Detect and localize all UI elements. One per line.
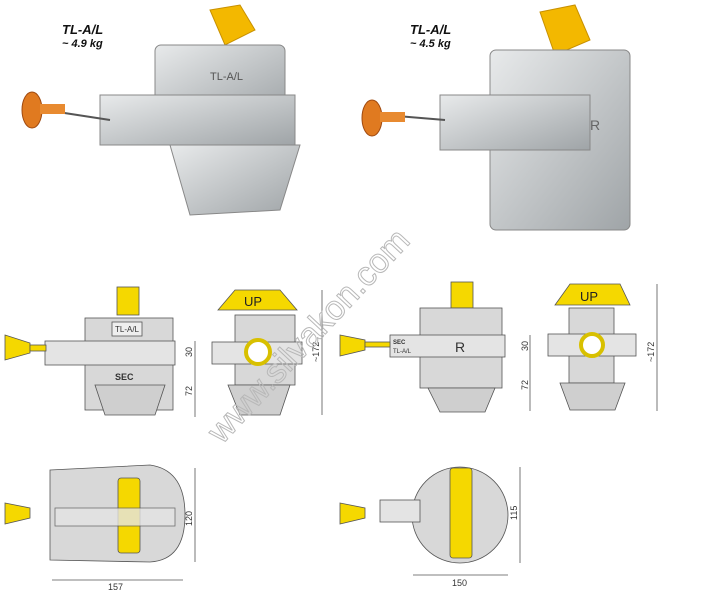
up-label: UP — [580, 289, 598, 304]
top-view-1 — [4, 464, 196, 581]
watermark: www.silvakon.com — [199, 221, 417, 451]
body-mark: R — [590, 117, 600, 133]
front-view-2 — [339, 281, 531, 413]
product-label-2: TL-A/L ~ 4.5 kg — [410, 22, 451, 52]
up-label: UP — [244, 294, 262, 309]
product-photo-2: R — [361, 4, 631, 231]
side-view-1 — [211, 289, 323, 416]
brand-mark: SEC — [393, 340, 406, 346]
product-label-1: TL-A/L ~ 4.9 kg — [62, 22, 103, 52]
model-name: TL-A/L — [62, 22, 104, 37]
model-name: TL-A/L — [410, 22, 452, 37]
dim-120: 120 — [184, 511, 194, 526]
dim-30: 30 — [184, 347, 194, 357]
weight: ~ 4.5 kg — [410, 38, 451, 50]
body-mark: TL-A/L — [210, 71, 243, 83]
brand-mark: SEC — [115, 372, 134, 382]
dim-72: 72 — [520, 380, 530, 390]
dim-157: 157 — [108, 582, 123, 592]
dim-172: ~172 — [646, 342, 656, 362]
dim-72: 72 — [184, 386, 194, 396]
dim-115: 115 — [509, 506, 519, 520]
front-view-1: TL-A/L SEC — [4, 286, 196, 417]
dim-150: 150 — [452, 578, 467, 588]
dim-172: ~172 — [311, 342, 321, 362]
plate-label: TL-A/L — [393, 349, 412, 355]
plate-label: TL-A/L — [115, 325, 140, 334]
r-mark: R — [455, 339, 465, 355]
dim-30: 30 — [520, 341, 530, 351]
side-view-2 — [547, 283, 658, 411]
top-view-2 — [339, 466, 521, 576]
weight: ~ 4.9 kg — [62, 38, 103, 50]
product-photo-1: TL-A/L — [21, 4, 301, 216]
